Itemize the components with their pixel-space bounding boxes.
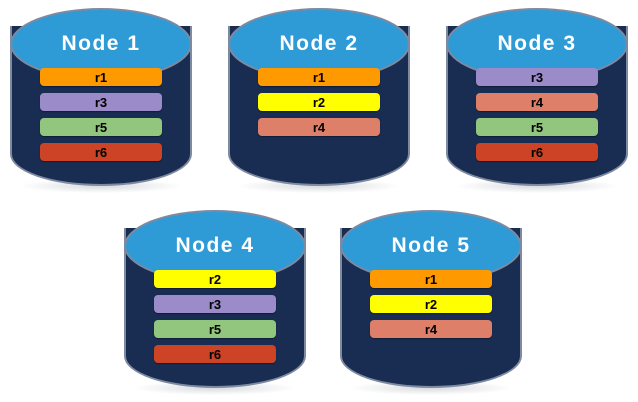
replica-bar-r1[interactable]: r1 (370, 270, 492, 288)
node-1[interactable]: Node 1 r1 r3 r5 r6 (10, 8, 192, 193)
node-4[interactable]: Node 4 r2 r3 r5 r6 (124, 210, 306, 395)
node-title: Node 4 (175, 234, 255, 257)
replica-bar-r2[interactable]: r2 (258, 93, 380, 111)
node-title: Node 3 (497, 32, 577, 55)
replica-bar-r2[interactable]: r2 (370, 295, 492, 313)
replica-list: r2 r3 r5 r6 (124, 210, 306, 388)
replica-bar-r1[interactable]: r1 (258, 68, 380, 86)
replica-bar-r4[interactable]: r4 (258, 118, 380, 136)
replica-bar-r1[interactable]: r1 (40, 68, 162, 86)
node-3[interactable]: Node 3 r3 r4 r5 r6 (446, 8, 628, 193)
node-5[interactable]: Node 5 r1 r2 r4 (340, 210, 522, 395)
replica-bar-r5[interactable]: r5 (476, 118, 598, 136)
node-title: Node 5 (391, 234, 471, 257)
replica-bar-r4[interactable]: r4 (476, 93, 598, 111)
cylinder-top-ellipse (10, 8, 192, 80)
replica-list: r1 r2 r4 (340, 210, 522, 388)
replica-bar-r3[interactable]: r3 (476, 68, 598, 86)
replica-list: r1 r3 r5 r6 (10, 8, 192, 186)
replica-list: r1 r2 r4 (228, 8, 410, 186)
replica-bar-r5[interactable]: r5 (154, 320, 276, 338)
replica-bar-r6[interactable]: r6 (40, 143, 162, 161)
replica-bar-r2[interactable]: r2 (154, 270, 276, 288)
replica-bar-r5[interactable]: r5 (40, 118, 162, 136)
node-title: Node 2 (279, 32, 359, 55)
node-title: Node 1 (61, 32, 141, 55)
replica-bar-r6[interactable]: r6 (154, 345, 276, 363)
replica-list: r3 r4 r5 r6 (446, 8, 628, 186)
replica-bar-r3[interactable]: r3 (40, 93, 162, 111)
node-2[interactable]: Node 2 r1 r2 r4 (228, 8, 410, 193)
replica-bar-r3[interactable]: r3 (154, 295, 276, 313)
replica-bar-r4[interactable]: r4 (370, 320, 492, 338)
replica-bar-r6[interactable]: r6 (476, 143, 598, 161)
